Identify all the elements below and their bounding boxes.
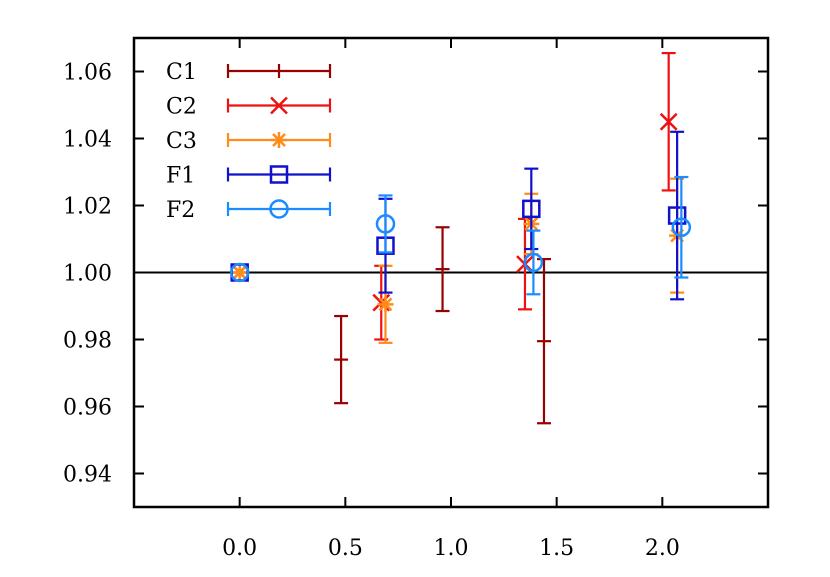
y-tick-label: 0.98: [63, 329, 112, 354]
data-point: [231, 264, 248, 281]
asterisk-marker: [377, 296, 394, 313]
y-tick-label: 0.94: [63, 463, 112, 488]
legend-label: C2: [166, 95, 197, 120]
series-f2: [229, 175, 692, 296]
legend-item-c2: C2: [166, 95, 332, 120]
square-marker: [522, 199, 541, 219]
series-f1: [230, 130, 687, 301]
x-tick-label: 1.5: [539, 536, 574, 561]
square-marker: [269, 165, 289, 184]
data-point: [522, 167, 541, 251]
series-c1: [232, 226, 551, 425]
y-tick-label: 0.96: [63, 396, 112, 421]
y-tick-label: 1.00: [63, 262, 112, 287]
data-point: [671, 175, 692, 279]
x-marker: [659, 112, 678, 131]
data-point: [536, 258, 551, 425]
data-point: [523, 229, 544, 296]
data-point: [659, 51, 678, 192]
y-tick-label: 1.04: [63, 128, 112, 153]
y-tick-label: 1.06: [63, 61, 112, 86]
legend-label: C3: [166, 129, 197, 154]
legend-item-f1: F1: [166, 164, 332, 189]
data-point: [375, 194, 396, 254]
legend-item-f2: F2: [166, 198, 332, 223]
legend-item-c1: C1: [166, 60, 332, 85]
circle-marker: [229, 262, 250, 283]
data-point: [334, 314, 349, 405]
circle-marker: [523, 252, 544, 273]
series-c3: [231, 177, 686, 344]
circle-marker: [671, 217, 692, 238]
x-tick-label: 2.0: [645, 536, 680, 561]
x-tick-label: 0.5: [328, 536, 363, 561]
legend-label: F1: [166, 164, 195, 189]
x-marker: [270, 96, 288, 115]
asterisk-marker: [231, 264, 248, 281]
data-point: [435, 226, 450, 313]
series-c2: [230, 51, 678, 341]
circle-marker: [269, 199, 289, 219]
asterisk-marker: [271, 132, 287, 148]
data-point: [229, 262, 250, 283]
x-tick-label: 1.0: [434, 536, 469, 561]
legend-label: C1: [166, 60, 197, 85]
circle-marker: [375, 214, 396, 234]
data-point: [667, 130, 687, 301]
square-marker: [667, 206, 687, 225]
y-tick-label: 1.02: [63, 195, 112, 220]
legend-item-c3: C3: [166, 129, 332, 154]
legend-label: F2: [166, 198, 195, 223]
x-tick-label: 0.0: [222, 536, 257, 561]
